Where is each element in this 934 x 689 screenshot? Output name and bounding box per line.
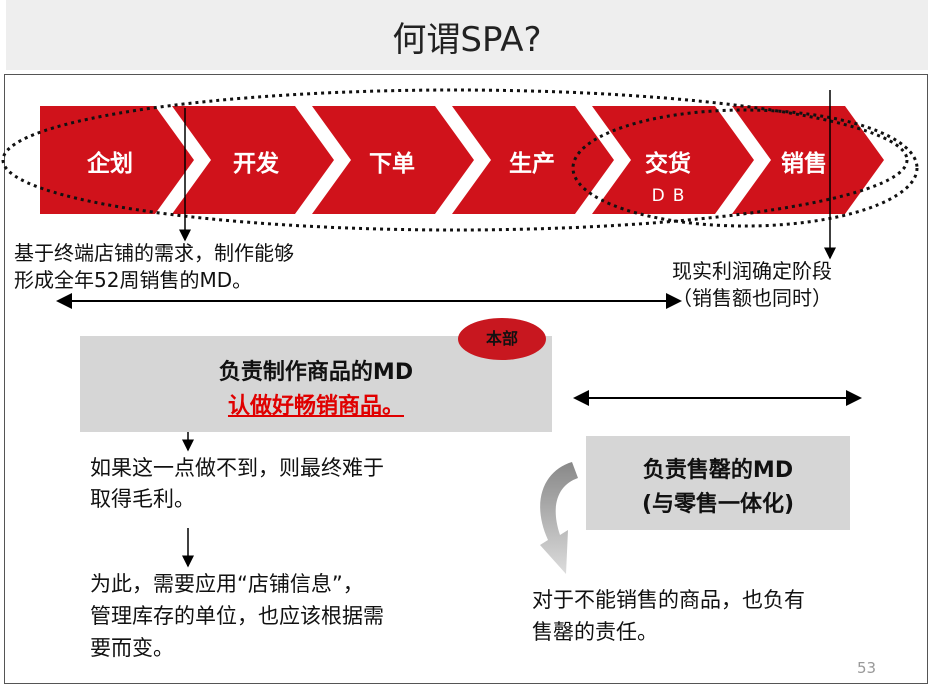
sales-scope-ellipse xyxy=(571,108,919,228)
planning-scope-ellipse xyxy=(1,88,909,232)
make-md-box-slogan-wrap: 认做好畅销商品。 xyxy=(80,388,552,420)
make-md-box-slogan: 认做好畅销商品。 xyxy=(227,394,404,419)
sell-md-box-title: 负责售罄的MD xyxy=(642,458,794,483)
planning-note-line-1: 基于终端店铺的需求，制作能够 xyxy=(14,241,294,265)
responsibility-text-line-2: 售罄的责任。 xyxy=(532,620,658,644)
chevron-step-6 xyxy=(732,106,884,214)
fail-text-line-2: 取得毛利。 xyxy=(90,487,195,511)
step-label-production: 生产 xyxy=(509,151,555,177)
step-label-sales: 销售 xyxy=(781,151,827,177)
page-number: 53 xyxy=(857,659,877,677)
chevron-step-1 xyxy=(40,106,194,214)
stock-text-line-1: 为此，需要应用“店铺信息”， xyxy=(90,572,364,596)
title-bar: 何谓SPA? xyxy=(6,0,928,70)
step-label-delivery: 交货 xyxy=(645,151,691,177)
chevron-step-2 xyxy=(172,106,334,214)
stock-text-line-3: 要而变。 xyxy=(90,636,174,660)
content-frame xyxy=(4,74,928,684)
chevron-step-5 xyxy=(592,106,754,214)
hq-badge: 本部 xyxy=(458,318,546,360)
curved-grey-arrow xyxy=(540,462,578,574)
responsibility-text-line-1: 对于不能销售的商品，也负有 xyxy=(532,588,805,612)
chevron-step-4 xyxy=(452,106,614,214)
profit-note-line-1: 现实利润确定阶段 xyxy=(672,259,832,283)
sell-md-box-subtitle: (与零售一体化) xyxy=(641,492,795,517)
make-md-box-title: 负责制作商品的MD xyxy=(218,360,414,385)
fail-text-line-1: 如果这一点做不到，则最终难于 xyxy=(90,456,384,480)
page-title: 何谓SPA? xyxy=(392,20,542,60)
step-label-planning: 企划 xyxy=(87,151,133,177)
chevron-step-3 xyxy=(312,106,474,214)
step-label-order: 下单 xyxy=(369,151,415,177)
step-label-development: 开发 xyxy=(233,151,279,177)
step-sublabel-delivery: DB xyxy=(651,186,693,206)
profit-note-line-2: （销售额也同时） xyxy=(672,286,832,310)
stock-text-line-2: 管理库存的单位，也应该根据需 xyxy=(90,604,384,628)
planning-note-line-2: 形成全年52周销售的MD。 xyxy=(14,268,253,292)
sell-md-box: 负责售罄的MD (与零售一体化) xyxy=(586,436,850,530)
